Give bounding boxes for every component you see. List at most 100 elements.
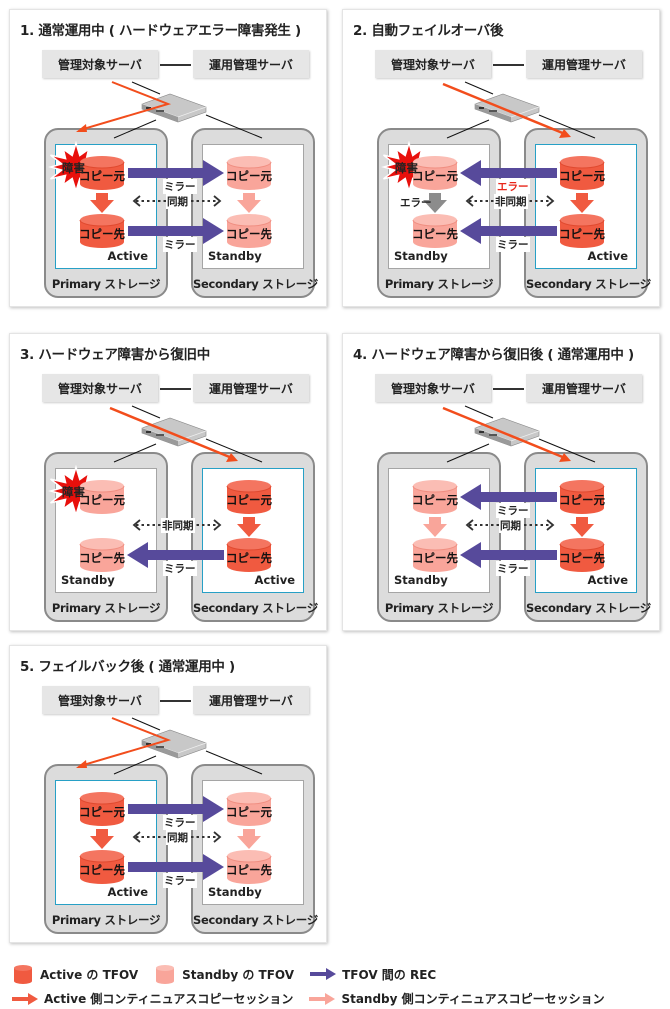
secondary-copy-session-arrow: [237, 829, 261, 849]
server-link-line: [493, 388, 524, 390]
standby-disk-icon: [79, 480, 125, 514]
disk-label: コピー先: [79, 863, 125, 877]
secondary-role-label: Active: [587, 573, 628, 587]
disk-label: コピー先: [559, 227, 605, 241]
sync-label: 同期: [166, 194, 189, 209]
secondary-role-label: Active: [587, 249, 628, 263]
legend-standby-tfov: Standby の TFOV: [154, 963, 294, 985]
active-disk-icon: [14, 965, 32, 984]
network-line: [446, 443, 490, 463]
active-disk-icon: [559, 480, 605, 514]
legend-row-2: Active 側コンティニュアスコピーセッション Standby 側コンティニュ…: [12, 990, 621, 1007]
network-line: [113, 119, 157, 139]
sync-arrowhead-left: [465, 195, 474, 207]
primary-copy-session-arrow: [90, 193, 114, 213]
disk-label: コピー先: [559, 551, 605, 565]
disk-label: コピー元: [412, 493, 458, 507]
active-disk-icon: [226, 480, 272, 514]
disk-label: コピー先: [412, 227, 458, 241]
secondary-copy-session-arrow: [570, 517, 594, 537]
primary-storage-label: Primary ストレージ: [51, 601, 161, 615]
disk-label: コピー元: [226, 493, 272, 507]
active-disk-icon: [559, 214, 605, 248]
rec-arrow-bottom: [128, 218, 224, 244]
panel-title: 4. ハードウェア障害から復旧後 ( 通常運用中 ): [353, 347, 634, 363]
ops-server-box: 運用管理サーバ: [193, 50, 309, 78]
managed-server-box: 管理対象サーバ: [375, 50, 491, 78]
failure-label: 障害: [62, 161, 85, 175]
standby-disk-icon: [226, 792, 272, 826]
secondary-storage-label: Secondary ストレージ: [193, 913, 318, 927]
server-link-line: [160, 700, 191, 702]
active-session-line: [442, 406, 566, 460]
standby-disk-icon: [412, 214, 458, 248]
standby-disk-icon: [226, 156, 272, 190]
secondary-storage-label: Secondary ストレージ: [526, 601, 651, 615]
legend-label: TFOV 間の REC: [342, 967, 437, 982]
active-session-arrow-icon: [12, 992, 38, 1005]
network-switch-icon: [474, 417, 540, 447]
network-line: [446, 119, 490, 139]
rec-arrow-bottom: [128, 854, 224, 880]
disk-label: コピー元: [559, 493, 605, 507]
mirror-label: ミラー: [163, 561, 197, 576]
rec-arrow-bottom: [460, 542, 557, 568]
disk-label: コピー元: [226, 805, 272, 819]
disk-label: コピー先: [79, 227, 125, 241]
primary-storage-label: Primary ストレージ: [384, 277, 494, 291]
managed-server-box: 管理対象サーバ: [42, 50, 158, 78]
primary-copy-dest-disk: コピー先: [78, 213, 126, 249]
active-session-arrowhead: [76, 124, 87, 132]
ops-server-box: 運用管理サーバ: [193, 686, 309, 714]
panel-4: 4. ハードウェア障害から復旧後 ( 通常運用中 ) 管理対象サーバ運用管理サー…: [342, 333, 660, 631]
panel-title: 5. フェイルバック後 ( 通常運用中 ): [20, 659, 235, 675]
network-line: [131, 717, 161, 731]
active-disk-icon: [79, 850, 125, 884]
ops-server-box: 運用管理サーバ: [526, 50, 642, 78]
failure-label: 障害: [62, 485, 85, 499]
mirror-label: ミラー: [163, 237, 197, 252]
secondary-storage-label: Secondary ストレージ: [193, 601, 318, 615]
primary-copy-source-disk: コピー元: [78, 155, 126, 191]
active-disk-icon: [79, 792, 125, 826]
rec-arrow-top: [460, 160, 557, 186]
rec-arrow-top: [460, 484, 557, 510]
active-disk-icon: [79, 156, 125, 190]
active-session-arrowhead: [559, 129, 571, 138]
secondary-copy-source-disk: コピー元: [225, 791, 273, 827]
mirror-label: ミラー: [163, 873, 197, 888]
primary-storage-label: Primary ストレージ: [51, 277, 161, 291]
disk-label: コピー元: [226, 169, 272, 183]
mirror-label: ミラー: [163, 815, 197, 830]
network-line: [205, 750, 263, 775]
legend-rec: TFOV 間の REC: [310, 966, 436, 983]
panel-title: 1. 通常運用中 ( ハードウェアエラー障害発生 ): [20, 23, 301, 39]
standby-disk-icon: [79, 538, 125, 572]
network-line: [464, 81, 494, 95]
standby-disk-icon: [412, 538, 458, 572]
panel-title: 2. 自動フェイルオーバ後: [353, 23, 504, 39]
primary-copy-session-arrow: [423, 517, 447, 537]
secondary-copy-session-arrow: [237, 517, 261, 537]
network-line: [464, 405, 494, 419]
active-session-line: [79, 717, 172, 767]
standby-disk-icon: [226, 850, 272, 884]
legend-active-tfov: Active の TFOV: [12, 963, 138, 985]
managed-server-box: 管理対象サーバ: [375, 374, 491, 402]
primary-copy-dest-disk: コピー先: [411, 537, 459, 573]
legend-label: Active 側コンティニュアスコピーセッション: [44, 992, 294, 1006]
server-link-line: [493, 64, 524, 66]
primary-copy-session-arrow: [423, 193, 447, 213]
sync-label: 非同期: [161, 518, 195, 533]
failure-starburst-icon: [48, 140, 104, 194]
rec-arrow-bottom: [127, 542, 224, 568]
primary-role-label: Standby: [61, 573, 115, 587]
active-disk-icon: [226, 538, 272, 572]
standby-disk-icon: [412, 156, 458, 190]
legend-row-1: Active の TFOV Standby の TFOV TFOV 間の REC: [12, 963, 452, 985]
active-session-line: [442, 82, 566, 136]
sync-arrowhead-left: [132, 195, 141, 207]
